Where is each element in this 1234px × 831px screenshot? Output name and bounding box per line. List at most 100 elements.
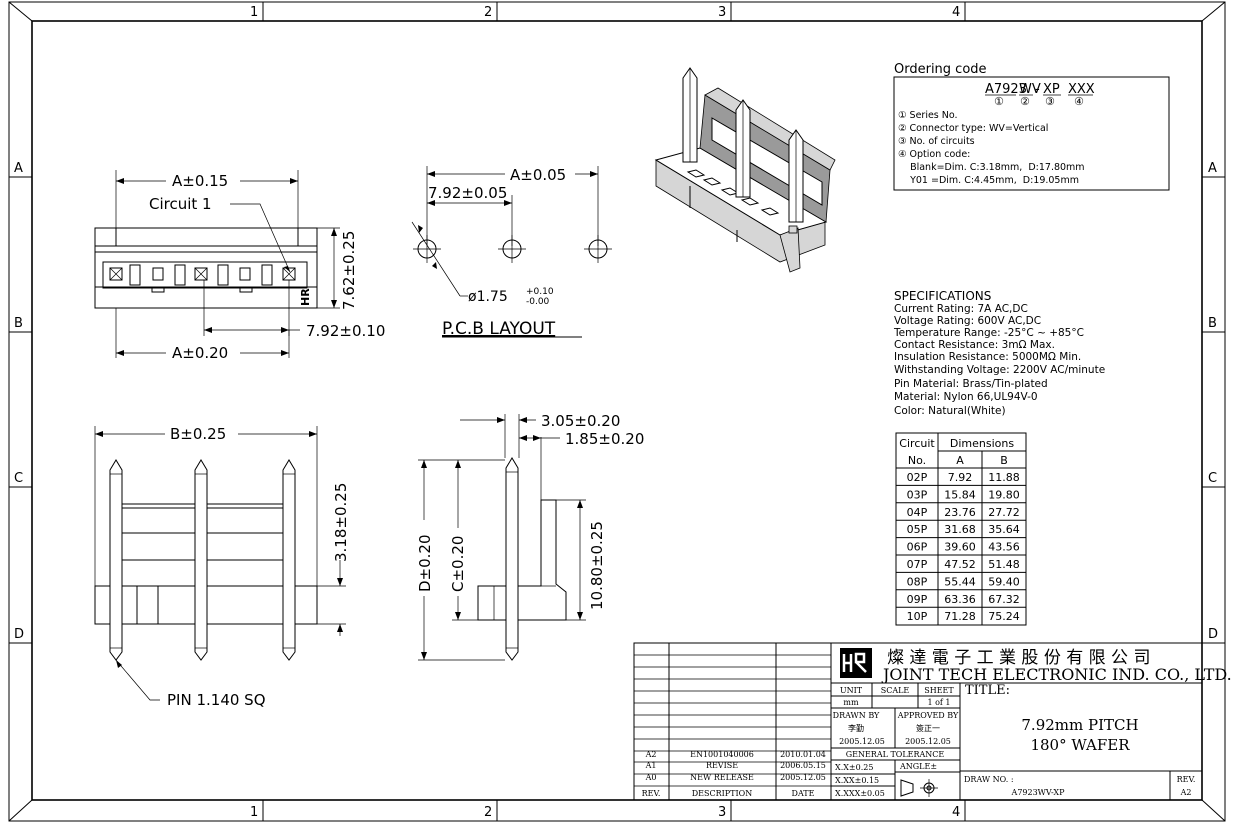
row-label-b-right: B [1208, 316, 1217, 331]
rev-label: REV. [1177, 775, 1196, 784]
spec-line: Withstanding Voltage: 2200V AC/minute [894, 364, 1105, 376]
ordering-code-panel: Ordering code A7923 WV - XP XXX ① ② ③ ④ … [893, 62, 1170, 191]
ordering-line: ③ No. of circuits [898, 136, 975, 147]
table-header-no: No. [908, 454, 926, 467]
code-dash: - [1035, 82, 1040, 97]
ordering-line: Blank=Dim. C:3.18mm, D:17.80mm [898, 162, 1085, 173]
table-cell: 11.88 [988, 471, 1020, 484]
col-label-2-bottom: 2 [484, 805, 492, 820]
pcb-layout: A±0.05 7.92±0.05 ø1.75 +0.10 -0.00 P.C.B… [411, 166, 612, 339]
specifications-panel: SPECIFICATIONS Current Rating: 7A AC,DC … [893, 289, 1105, 417]
col-label-4-bottom: 4 [952, 805, 960, 820]
table-cell: 47.52 [944, 558, 976, 571]
table-cell: 43.56 [988, 541, 1020, 554]
table-header-a: A [956, 454, 964, 467]
code-marker-4: ④ [1074, 95, 1084, 108]
pcb-dim-a: A±0.05 [510, 166, 566, 184]
rev-cell: 2005.12.05 [780, 773, 826, 782]
draw-no: A7923WV-XP [1011, 788, 1066, 797]
code-marker-1: ① [994, 95, 1004, 108]
rev-cell: REVISE [706, 761, 738, 770]
spec-line: Temperature Range: -25°C ~ +85°C [893, 327, 1084, 339]
table-cell: 06P [907, 541, 928, 554]
draw-no-label: DRAW NO. : [964, 775, 1014, 784]
table-header-b: B [1000, 454, 1008, 467]
dim-305: 3.05±0.20 [541, 412, 620, 430]
col-label-2: 2 [484, 5, 492, 20]
col-label-1-bottom: 1 [250, 805, 258, 820]
table-cell: 15.84 [944, 488, 976, 501]
table-cell: 03P [907, 488, 928, 501]
table-cell: 7.92 [948, 471, 973, 484]
table-header-dimensions: Dimensions [950, 437, 1014, 450]
rev-cell: 2010.01.04 [780, 750, 826, 759]
table-cell: 10P [907, 610, 928, 623]
dim-318: 3.18±0.25 [332, 483, 350, 562]
pcb-hole-dim: ø1.75 [468, 289, 508, 305]
rev-header: REV. [642, 789, 661, 798]
unit-value: mm [843, 698, 859, 707]
table-cell: 59.40 [988, 575, 1020, 588]
spec-line: Pin Material: Brass/Tin-plated [894, 378, 1048, 390]
general-tolerance: GENERAL TOLERANCE [846, 750, 945, 759]
zone-labels: 1 2 3 4 1 2 3 4 A B C D A B C D [14, 5, 1218, 820]
code-marker-2: ② [1020, 95, 1030, 108]
spec-line: Contact Resistance: 3mΩ Max. [894, 339, 1055, 351]
rev-value: A2 [1180, 788, 1192, 797]
tolerance-3: X.XXX±0.05 [835, 789, 885, 798]
rev-cell: A2 [645, 750, 657, 759]
pcb-hole-tol-plus: +0.10 [526, 287, 554, 297]
table-cell: 55.44 [944, 575, 976, 588]
spec-line: Material: Nylon 66,UL94V-0 [894, 391, 1038, 403]
dim-185: 1.85±0.20 [565, 430, 644, 448]
table-cell: 67.32 [988, 593, 1020, 606]
scale-label: SCALE [881, 686, 910, 695]
rev-cell: NEW RELEASE [690, 773, 754, 782]
rev-header: DESCRIPTION [692, 789, 752, 798]
ordering-line: ② Connector type: WV=Vertical [898, 123, 1048, 134]
code-part1: A7923 [985, 82, 1027, 97]
table-cell: 23.76 [944, 506, 976, 519]
code-part3: XP [1043, 82, 1060, 97]
projection-symbol-icon [900, 779, 938, 797]
table-cell: 63.36 [944, 593, 976, 606]
col-label-3: 3 [718, 5, 726, 20]
pcb-hole-tol-minus: -0.00 [526, 297, 550, 307]
dim-pitch: 7.92±0.10 [306, 322, 385, 340]
rev-cell: EN1001040006 [690, 750, 754, 759]
angle-label: ANGLE± [899, 762, 937, 771]
specs-heading: SPECIFICATIONS [894, 289, 991, 303]
ordering-line: ④ Option code: [898, 149, 970, 160]
row-label-a: A [14, 161, 23, 176]
table-cell: 71.28 [944, 610, 976, 623]
front-view: A±0.15 Circuit 1 HR 7.62±0.25 [94, 170, 385, 362]
table-cell: 02P [907, 471, 928, 484]
approved-by-name: 簽正一 [916, 723, 940, 733]
row-label-b: B [14, 316, 23, 331]
code-part4: XXX [1068, 82, 1095, 97]
approved-by-label: APPROVED BY [897, 711, 959, 720]
ordering-line: ① Series No. [898, 110, 958, 121]
dim-a-020: A±0.20 [172, 344, 228, 362]
col-label-4: 4 [952, 5, 960, 20]
ordering-line: Y01 =Dim. C:4.45mm, D:19.05mm [898, 175, 1079, 186]
dim-b: B±0.25 [170, 425, 226, 443]
drawn-by-label: DRAWN BY [833, 711, 880, 720]
hr-logo-mark: HR [299, 288, 312, 306]
tolerance-1: X.X±0.25 [835, 763, 873, 772]
table-cell: 75.24 [988, 610, 1020, 623]
company-name-cn: 燦 達 電 子 工 業 股 份 有 限 公 司 [887, 648, 1150, 668]
table-cell: 08P [907, 575, 928, 588]
sheet-value: 1 of 1 [927, 698, 950, 707]
table-cell: 19.80 [988, 488, 1020, 501]
title-block: 燦 達 電 子 工 業 股 份 有 限 公 司 JOINT TECH ELECT… [830, 642, 1232, 801]
col-label-1: 1 [250, 5, 258, 20]
sheet-frame [8, 1, 1226, 822]
title-line-1: 7.92mm PITCH [1021, 716, 1138, 734]
bottom-view: B±0.25 3.18±0.25 PIN 1.140 SQ [94, 425, 350, 709]
sheet-label: SHEET [924, 686, 954, 695]
table-cell: 04P [907, 506, 928, 519]
rev-cell: A1 [645, 761, 657, 770]
ordering-heading: Ordering code [894, 62, 987, 77]
